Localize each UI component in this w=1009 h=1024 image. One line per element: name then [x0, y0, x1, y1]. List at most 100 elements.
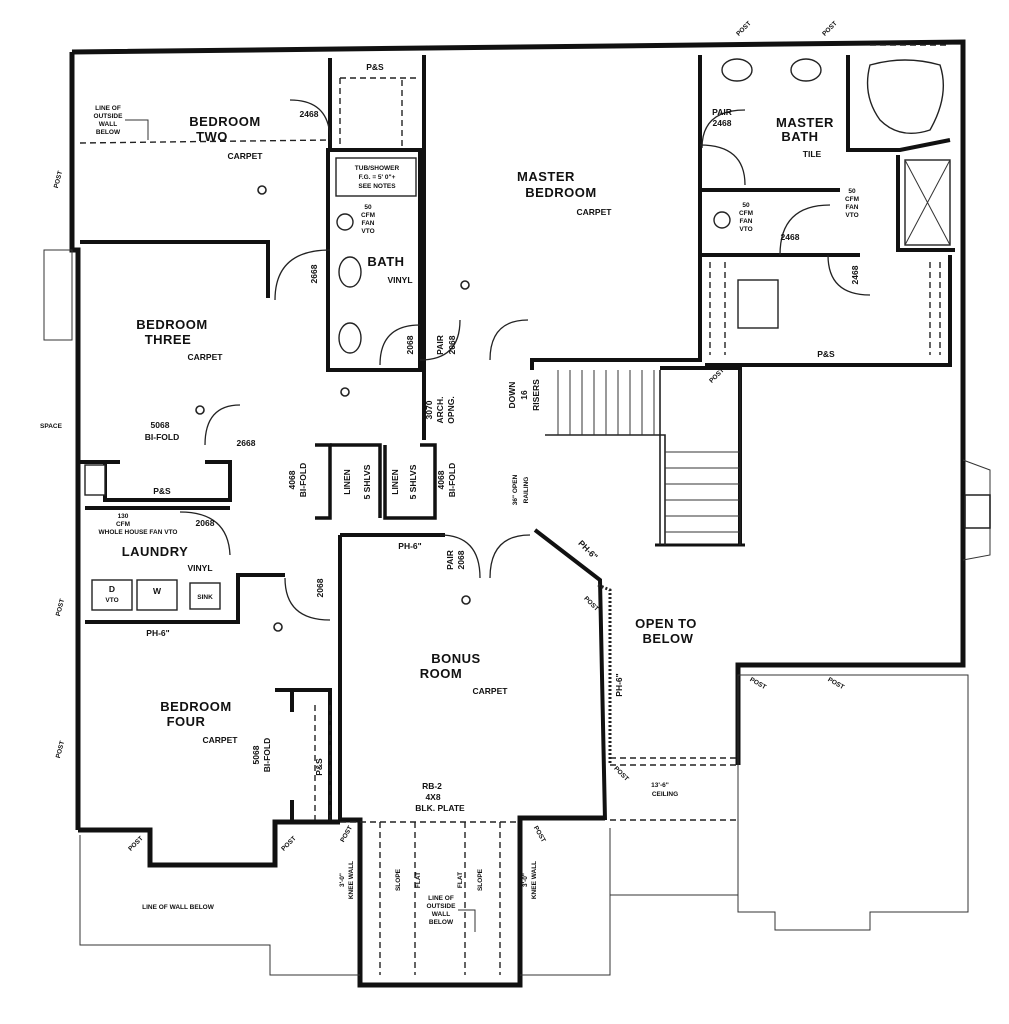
post-label-7: POST	[280, 835, 297, 852]
smoke-detector-icon	[461, 595, 471, 605]
sink-label: SINK	[197, 594, 213, 601]
door-2468-master-label: 2468	[781, 232, 800, 242]
open-railing-label-2: RAILING	[523, 477, 530, 504]
master-fan-cfm-label: 50	[848, 188, 856, 195]
arch-label: ARCH.	[435, 397, 445, 424]
master-sink-right-icon	[790, 58, 822, 82]
post-label-1: POST	[735, 20, 752, 37]
smoke-detector-icon	[195, 405, 205, 415]
outside-wall-label-1: LINE OF	[95, 105, 121, 112]
down-label: DOWN	[507, 382, 517, 409]
pair-2468-b-label: 2468	[713, 118, 732, 128]
ph6-laundry-label: PH-6"	[146, 628, 169, 638]
ps-bed4-label: P&S	[314, 758, 324, 776]
bedroom-three-name-2: THREE	[145, 332, 192, 347]
bath-floor: VINYL	[387, 275, 412, 285]
bath-fan-vto: VTO	[361, 228, 374, 235]
bedroom-two-floor: CARPET	[228, 151, 264, 161]
knee-wall-right-label: KNEE WALL	[531, 861, 538, 899]
bifold-5068-bed4-label: 5068	[251, 745, 261, 764]
tub-shower-icon	[335, 157, 417, 197]
master-toilet-icon	[713, 211, 731, 229]
rb2-plate-label: BLK. PLATE	[415, 803, 465, 813]
open-to-below-line2: BELOW	[643, 631, 694, 646]
annotations: P&S P&S P&S P&S 2468 2468 2468 2668 2668…	[40, 20, 860, 932]
shlvs-right-label: 5 SHLVS	[408, 464, 418, 499]
exterior-walls	[69, 39, 966, 988]
tub-shower-notes-label: SEE NOTES	[358, 183, 396, 190]
linen-left-label: LINEN	[342, 469, 352, 495]
wc-fan-cfm-unit: CFM	[739, 210, 753, 217]
post-label-2: POST	[821, 20, 838, 37]
door-2668-hall-label: 2668	[309, 264, 319, 283]
toilet-icon	[336, 213, 354, 231]
ps-bed3-label: P&S	[153, 486, 171, 496]
outside-wall-bottom-2: OUTSIDE	[427, 903, 457, 910]
ceiling-label: CEILING	[652, 791, 678, 798]
linen-cabinet-icon	[737, 279, 779, 329]
door-swings	[179, 99, 871, 621]
bifold-4068-right-b-label: BI-FOLD	[447, 463, 457, 497]
pair-2068-b-label: 2068	[456, 550, 466, 569]
master-fan-label: FAN	[846, 204, 859, 211]
post-label-3: POST	[53, 170, 64, 189]
door-2068-bed4-label: 2068	[315, 578, 325, 597]
arch-opening-label: OPNG.	[446, 396, 456, 423]
outside-wall-label-2: OUTSIDE	[94, 113, 124, 120]
bifold-5068-bed4-b-label: BI-FOLD	[262, 738, 272, 772]
rb2-label: RB-2	[422, 781, 442, 791]
post-label-11: POST	[582, 595, 599, 612]
open-railing-label: 36" OPEN	[512, 474, 519, 505]
master-bedroom-floor: CARPET	[577, 207, 613, 217]
open-to-below-line1: OPEN TO	[635, 616, 697, 631]
bath-fan-label: FAN	[362, 220, 375, 227]
whole-fan-cfm-unit: CFM	[116, 521, 130, 528]
bonus-room-name: BONUS	[431, 651, 480, 666]
master-bedroom-name: MASTER	[517, 169, 575, 184]
bedroom-two-name: BEDROOM	[189, 114, 260, 129]
bifold-5068-label: 5068	[151, 420, 170, 430]
dryer-label: D	[109, 584, 115, 594]
line-wall-below-label: LINE OF WALL BELOW	[142, 904, 215, 911]
post-label-6: POST	[127, 835, 144, 852]
bifold-4068-left-b-label: BI-FOLD	[298, 463, 308, 497]
wc-fan-cfm-label: 50	[742, 202, 750, 209]
room-labels: BEDROOM TWO CARPET BEDROOM THREE CARPET …	[122, 114, 834, 745]
down-risers-count: 16	[519, 390, 529, 400]
bath-sink-lower-icon	[338, 322, 362, 354]
railing	[597, 583, 612, 765]
laundry-floor: VINYL	[187, 563, 212, 573]
knee-wall-right-height: 3'-0"	[522, 873, 529, 887]
washer-icon	[136, 579, 178, 611]
outside-wall-label-3: WALL	[99, 121, 117, 128]
door-2468-closet-label: 2468	[850, 265, 860, 284]
master-fan-cfm-unit: CFM	[845, 196, 859, 203]
bedroom-four-floor: CARPET	[203, 735, 239, 745]
bathtub-icon	[866, 59, 945, 134]
door-2668-label: 2668	[237, 438, 256, 448]
utility-sink-icon	[84, 464, 106, 496]
ph6-stair-label: PH-6"	[576, 538, 600, 562]
bath-fan-cfm-unit: CFM	[361, 212, 375, 219]
post-label-13: POST	[826, 676, 845, 691]
post-label-14: POST	[612, 765, 629, 782]
wc-fan-vto: VTO	[739, 226, 752, 233]
bifold-4068-right-label: 4068	[436, 470, 446, 489]
pair-2068-top-label: PAIR	[435, 335, 445, 355]
master-bath-floor: TILE	[803, 149, 822, 159]
bonus-room-floor: CARPET	[473, 686, 509, 696]
master-bedroom-name-2: BEDROOM	[525, 185, 596, 200]
stair-treads	[557, 370, 741, 545]
post-label-9: POST	[532, 825, 547, 844]
knee-wall-left-label: KNEE WALL	[348, 861, 355, 899]
outside-wall-bottom-1: LINE OF	[428, 895, 454, 902]
pair-2068-label: PAIR	[445, 550, 455, 570]
whole-fan-label: WHOLE HOUSE FAN VTO	[99, 529, 178, 536]
laundry-sink-icon	[189, 582, 221, 610]
arch-3070-label: 3070	[424, 400, 434, 419]
smoke-detector-icon	[340, 387, 350, 397]
slope-left-label: SLOPE	[395, 868, 402, 891]
knee-wall-left-height: 3'-0"	[339, 873, 346, 887]
outside-wall-bottom-4: BELOW	[429, 919, 454, 926]
post-label-4: POST	[55, 598, 66, 617]
